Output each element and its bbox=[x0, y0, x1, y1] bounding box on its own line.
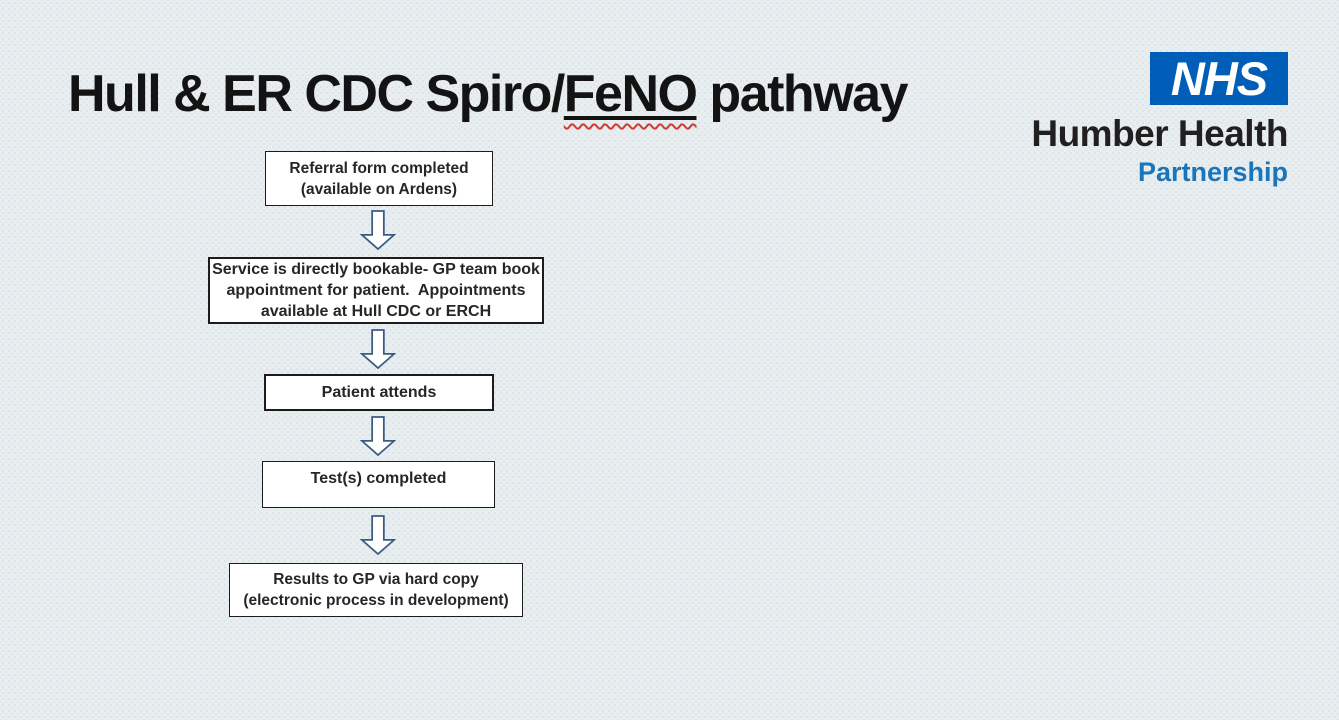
flow-step-patient-attends: Patient attends bbox=[264, 374, 494, 411]
flow-step-results-to-gp: Results to GP via hard copy (electronic … bbox=[229, 563, 523, 617]
title-feno-underlined: FeNO bbox=[563, 65, 698, 123]
title-feno-text: FeNO bbox=[563, 65, 698, 123]
flow-step-booking: Service is directly bookable- GP team bo… bbox=[208, 257, 544, 324]
page-title: Hull & ER CDC Spiro/FeNO pathway bbox=[68, 65, 908, 123]
logo-org-name: Humber Health bbox=[1031, 113, 1288, 154]
logo-org-sub: Partnership bbox=[1137, 157, 1288, 187]
down-arrow-icon bbox=[360, 329, 396, 369]
down-arrow-icon bbox=[360, 416, 396, 456]
flow-step-referral-form: Referral form completed (available on Ar… bbox=[265, 151, 493, 206]
title-part1: Hull & ER CDC Spiro/ bbox=[68, 65, 565, 123]
title-part2: pathway bbox=[696, 65, 908, 123]
down-arrow-icon bbox=[360, 515, 396, 555]
nhs-logo-text: NHS bbox=[1170, 52, 1268, 105]
nhs-logo-icon: NHS bbox=[1150, 52, 1288, 105]
down-arrow-icon bbox=[360, 210, 396, 250]
flow-step-tests-completed: Test(s) completed bbox=[262, 461, 495, 508]
